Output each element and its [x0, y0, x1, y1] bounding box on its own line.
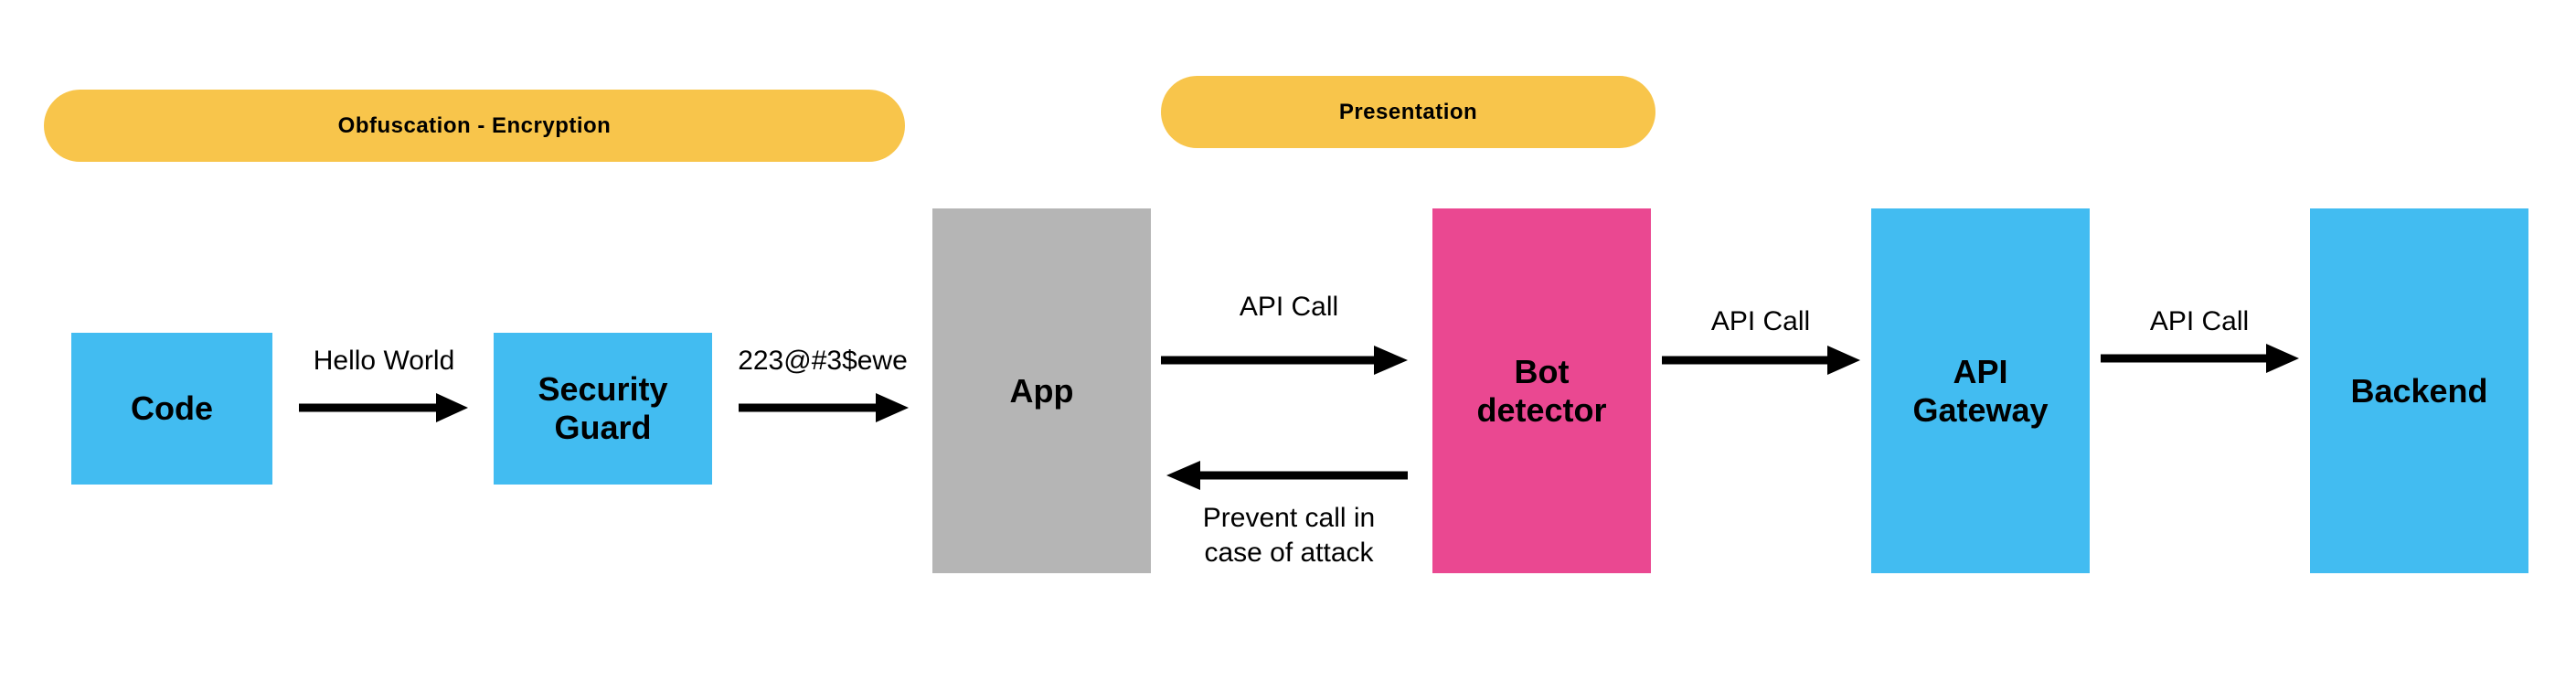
code-node-label: Code — [131, 389, 213, 427]
edge-label-encrypted-string: 223@#3$ewe — [738, 346, 908, 376]
presentation-label: Presentation — [1338, 99, 1478, 124]
edge-label-prevent-call: Prevent call in case of attack — [1202, 503, 1376, 568]
app-node-label: App — [1009, 371, 1074, 410]
app-node: App — [932, 208, 1151, 573]
edge-label-bot-api-call: API Call — [1710, 306, 1811, 336]
arrow-app-to-bot — [1161, 346, 1408, 375]
arrow-gateway-to-backend — [2101, 344, 2299, 373]
edge-label-gateway-api-call: API Call — [2149, 306, 2250, 336]
security-guard-node-label: Security Guard — [538, 370, 668, 446]
api-gateway-node-label: API Gateway — [1912, 352, 2049, 429]
backend-node-label: Backend — [2350, 371, 2488, 410]
bot-detector-node: Bot detector — [1432, 208, 1651, 573]
security-guard-node: Security Guard — [494, 333, 712, 485]
code-node: Code — [71, 333, 272, 485]
backend-node: Backend — [2310, 208, 2528, 573]
arrow-code-to-guard — [299, 393, 468, 422]
obfuscation-encryption-label: Obfuscation - Encryption — [337, 112, 612, 138]
obfuscation-encryption-group: Obfuscation - Encryption — [44, 90, 905, 162]
arrow-bot-to-app — [1166, 461, 1408, 490]
edge-label-hello-world: Hello World — [313, 346, 455, 376]
edge-label-app-api-call: API Call — [1239, 292, 1339, 322]
presentation-group: Presentation — [1161, 76, 1655, 148]
arrow-guard-to-app — [739, 393, 909, 422]
arrow-bot-to-gateway — [1662, 346, 1860, 375]
bot-detector-node-label: Bot detector — [1476, 352, 1607, 429]
api-gateway-node: API Gateway — [1871, 208, 2090, 573]
